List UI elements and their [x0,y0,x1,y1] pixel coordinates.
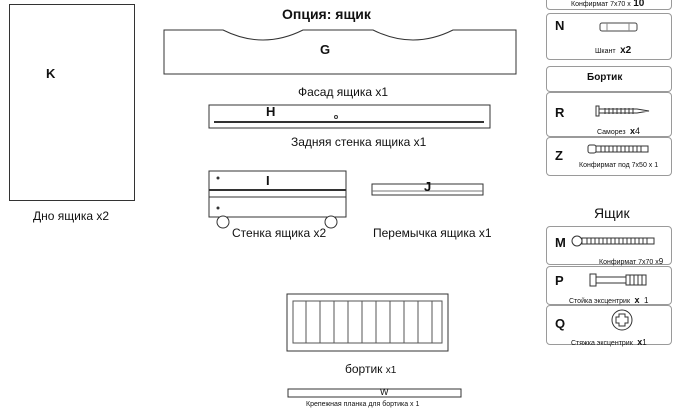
hardware-n-text: Шкант [595,48,616,55]
part-g-letter: G [320,42,331,57]
part-bortik-caption: бортик x1 [345,362,396,376]
eccentric-cam-icon [611,309,633,331]
hardware-r-x: x [630,126,636,136]
hardware-top-label: Конфирмат 7x70 x 10 [571,0,644,9]
hardware-n-letter: N [555,18,565,33]
hardware-m-box: M Конфирмат 7x70 x9 [546,226,672,266]
part-j-drawing [371,183,484,196]
part-bortik-name: бортик [345,362,383,376]
hardware-z-box: Z Конфирмат под 7x50 x 1 [546,137,672,176]
part-h-drawing [208,104,491,129]
hardware-q-label: Стяжка эксцентрик x1 [571,332,647,350]
bortik-header-box: Бортик [546,66,672,92]
hardware-p-count: 1 [643,296,649,305]
hardware-p-text: Стойка эксцентрик [569,298,631,305]
part-j-letter: J [424,179,432,194]
hardware-q-text: Стяжка эксцентрик [571,340,633,347]
hardware-z-letter: Z [555,148,563,163]
part-w-letter: W [380,387,389,397]
hardware-top-box: Конфирмат 7x70 x 10 [546,0,672,10]
part-bortik-count: x1 [385,365,397,376]
hardware-p-x: x [634,295,640,305]
hardware-q-x: x [637,337,643,347]
hardware-m-label: Конфирмат 7x70 x9 [599,251,663,269]
hardware-p-label: Стойка эксцентрик x 1 [569,290,648,308]
hardware-r-count: 4 [635,126,641,136]
part-k-letter: K [46,66,56,81]
hardware-p-letter: P [555,273,564,288]
hardware-z-text: Конфирмат под 7x50 x 1 [579,162,659,169]
hardware-m-count: 9 [658,257,664,266]
drawer-header-text: Ящик [594,205,630,221]
confirmat-screw-icon [571,235,655,247]
hardware-top-count: 10 [633,0,645,9]
eccentric-post-icon [589,273,647,287]
part-k-caption: Дно ящика x2 [33,209,110,223]
hardware-r-letter: R [555,105,565,120]
part-g-drawing [163,29,517,75]
hardware-q-letter: Q [555,316,566,331]
hardware-n-box: N Шкант x2 [546,13,672,60]
hardware-p-box: P Стойка эксцентрик x 1 [546,266,672,305]
hardware-q-count: 1 [642,338,647,347]
part-i-letter: I [266,173,270,188]
part-i-caption: Стенка ящика x2 [232,226,327,240]
part-bortik-drawing [286,293,449,352]
part-g-caption: Фасад ящика x1 [298,85,389,99]
hardware-m-letter: M [555,235,566,250]
part-w-caption: Крепежная планка для бортика x 1 [306,401,420,408]
dowel-icon [599,22,638,32]
confirmat-screw-icon [587,144,649,154]
part-w-drawing [287,388,462,398]
part-h-caption: Задняя стенка ящика x1 [291,135,427,149]
hardware-r-label: Саморез x4 [597,121,640,139]
page-title: Опция: ящик [282,6,371,22]
hardware-r-box: R Саморез x4 [546,92,672,137]
hardware-q-box: Q Стяжка эксцентрик x1 [546,305,672,347]
part-h-letter: H [266,104,276,119]
part-j-caption: Перемычка ящика x1 [373,226,492,240]
hardware-n-count: x2 [620,45,632,56]
part-k-panel [9,4,135,201]
hardware-m-text: Конфирмат 7x70 x [599,259,659,266]
hardware-r-text: Саморез [597,129,626,136]
hardware-top-text: Конфирмат 7x70 x [571,1,631,8]
bortik-header-text: Бортик [587,72,623,83]
hardware-n-label: Шкант x2 [595,40,631,58]
screw-icon [595,105,650,117]
part-i-drawing [208,170,347,229]
